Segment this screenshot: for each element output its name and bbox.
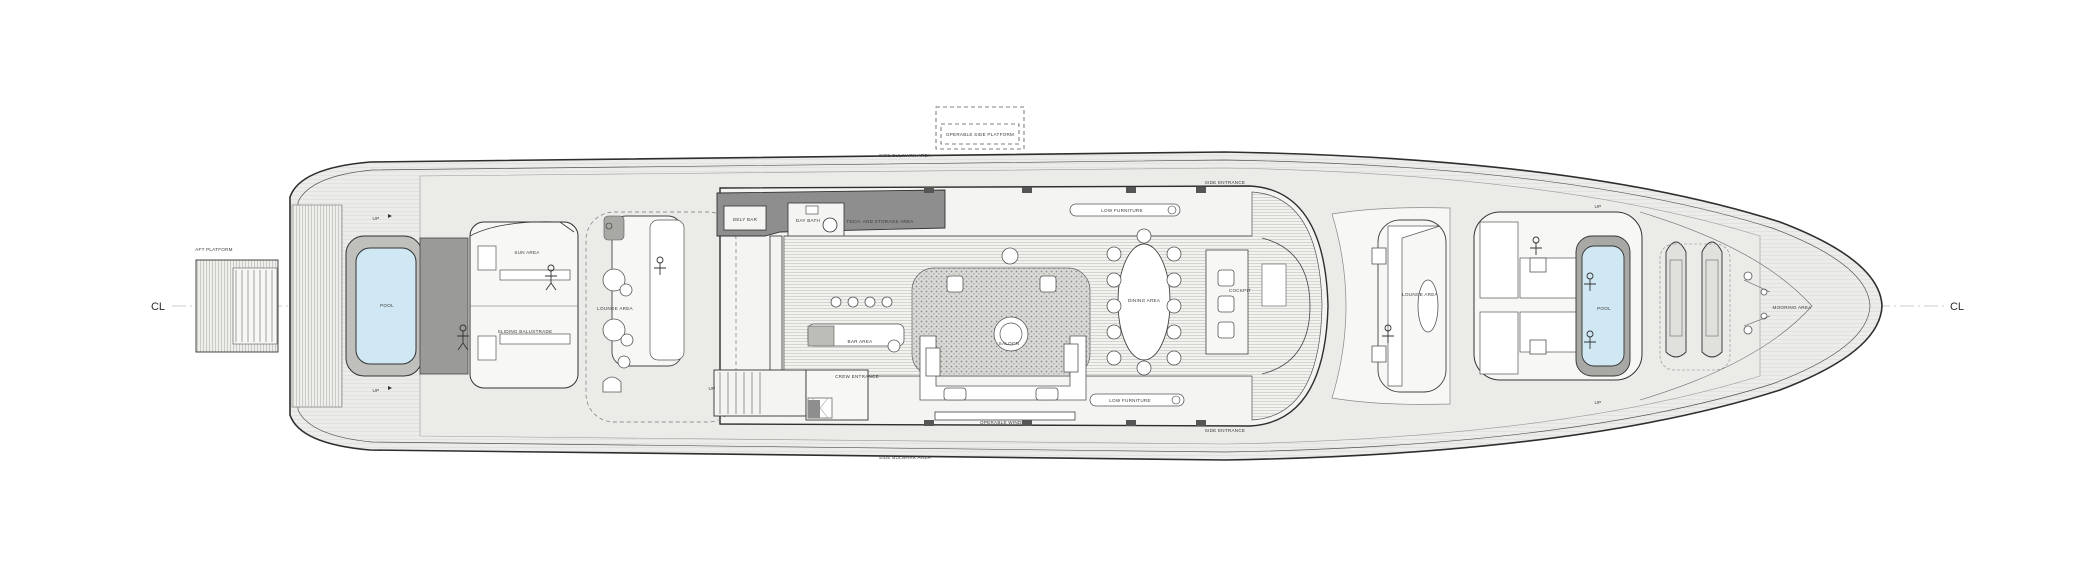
tenders [1659, 241, 1731, 371]
mooring-area-label: MOORING AREA [1773, 305, 1813, 310]
side-platform: OPERABLE SIDE PLATFORM [935, 106, 1025, 150]
aft-platform-label: AFT PLATFORM [195, 247, 233, 252]
forward-pool-area: POOL [1473, 211, 1643, 381]
up-mark: UP [373, 216, 380, 221]
crew-entrance: CREW ENTRANCE [713, 369, 879, 421]
operable-window-label: OPERABLE WINDOW [980, 420, 1030, 425]
side-bulwark-bottom-label: SIDE BULWARK AREA [879, 455, 932, 460]
side-platform-label: OPERABLE SIDE PLATFORM [946, 132, 1014, 137]
tech-storage-label: TECH. AND STORAGE AREA [846, 219, 914, 224]
bar-area-label: BAR AREA [848, 339, 874, 344]
day-bath-label: DAY BATH [796, 218, 820, 223]
saloon-label: SALOON [999, 341, 1020, 346]
crew-entrance-label: CREW ENTRANCE [835, 374, 879, 379]
sun-area-label: SUN AREA [514, 250, 540, 255]
forward-lounge-area: LOUNGE AREA [1371, 219, 1447, 393]
person-figure [457, 264, 557, 351]
aft-platform: AFT PLATFORM [195, 247, 279, 353]
side-entrance-bottom-label: SIDE ENTRANCE [1205, 428, 1246, 433]
up-mark: UP [1595, 204, 1602, 209]
sliding-balustrade-label: SLIDING BALUSTRADE [498, 329, 553, 334]
forward-lounge-label: LOUNGE AREA [1402, 292, 1438, 297]
sun-area: SUN AREA SLIDING BALUSTRADE [457, 221, 579, 389]
low-furniture-bottom-label: LOW FURNITURE [1109, 398, 1151, 403]
dining-area-label: DINING AREA [1128, 298, 1161, 303]
hull-inner-line [297, 159, 1871, 453]
up-mark: UP [1595, 400, 1602, 405]
low-furniture-bottom: LOW FURNITURE [1089, 393, 1185, 407]
mooring-area: MOORING AREA [1743, 271, 1813, 335]
cockpit-label: COCKPIT [1229, 288, 1251, 293]
low-furniture-top-label: LOW FURNITURE [1101, 208, 1143, 213]
saloon-lounge: SALOON [919, 275, 1087, 401]
up-markers: UP UP UP UP UP [373, 204, 1602, 405]
aft-lounge-label: LOUNGE AREA [597, 306, 633, 311]
centerline-label-left: CL [151, 301, 165, 313]
operable-window: OPERABLE WINDOW [934, 411, 1076, 425]
side-entrance-top-label: SIDE ENTRANCE [1205, 180, 1246, 185]
aft-pool-label: POOL [380, 303, 394, 308]
bar-area: BAR AREA [807, 296, 905, 353]
side-bulwark-top-label: SIDE BULWARK AREA [879, 153, 932, 158]
day-bar-label: DELY BAR [733, 217, 758, 222]
dining-area: DINING AREA [1001, 228, 1182, 376]
person-figure [1382, 324, 1394, 343]
day-bar-room: DELY BAR [723, 205, 767, 231]
low-furniture-top: LOW FURNITURE [1069, 203, 1181, 217]
person-figure [1530, 236, 1596, 349]
aft-lounge-area: LOUNGE AREA [597, 215, 685, 393]
cockpit: COCKPIT [1205, 237, 1311, 375]
up-mark: UP [709, 386, 716, 391]
person-figure [654, 256, 666, 275]
up-mark: UP [373, 388, 380, 393]
centerline-label-right: CL [1950, 301, 1964, 313]
forward-pool-label: POOL [1597, 306, 1611, 311]
aft-pool-area: POOL [345, 235, 469, 377]
